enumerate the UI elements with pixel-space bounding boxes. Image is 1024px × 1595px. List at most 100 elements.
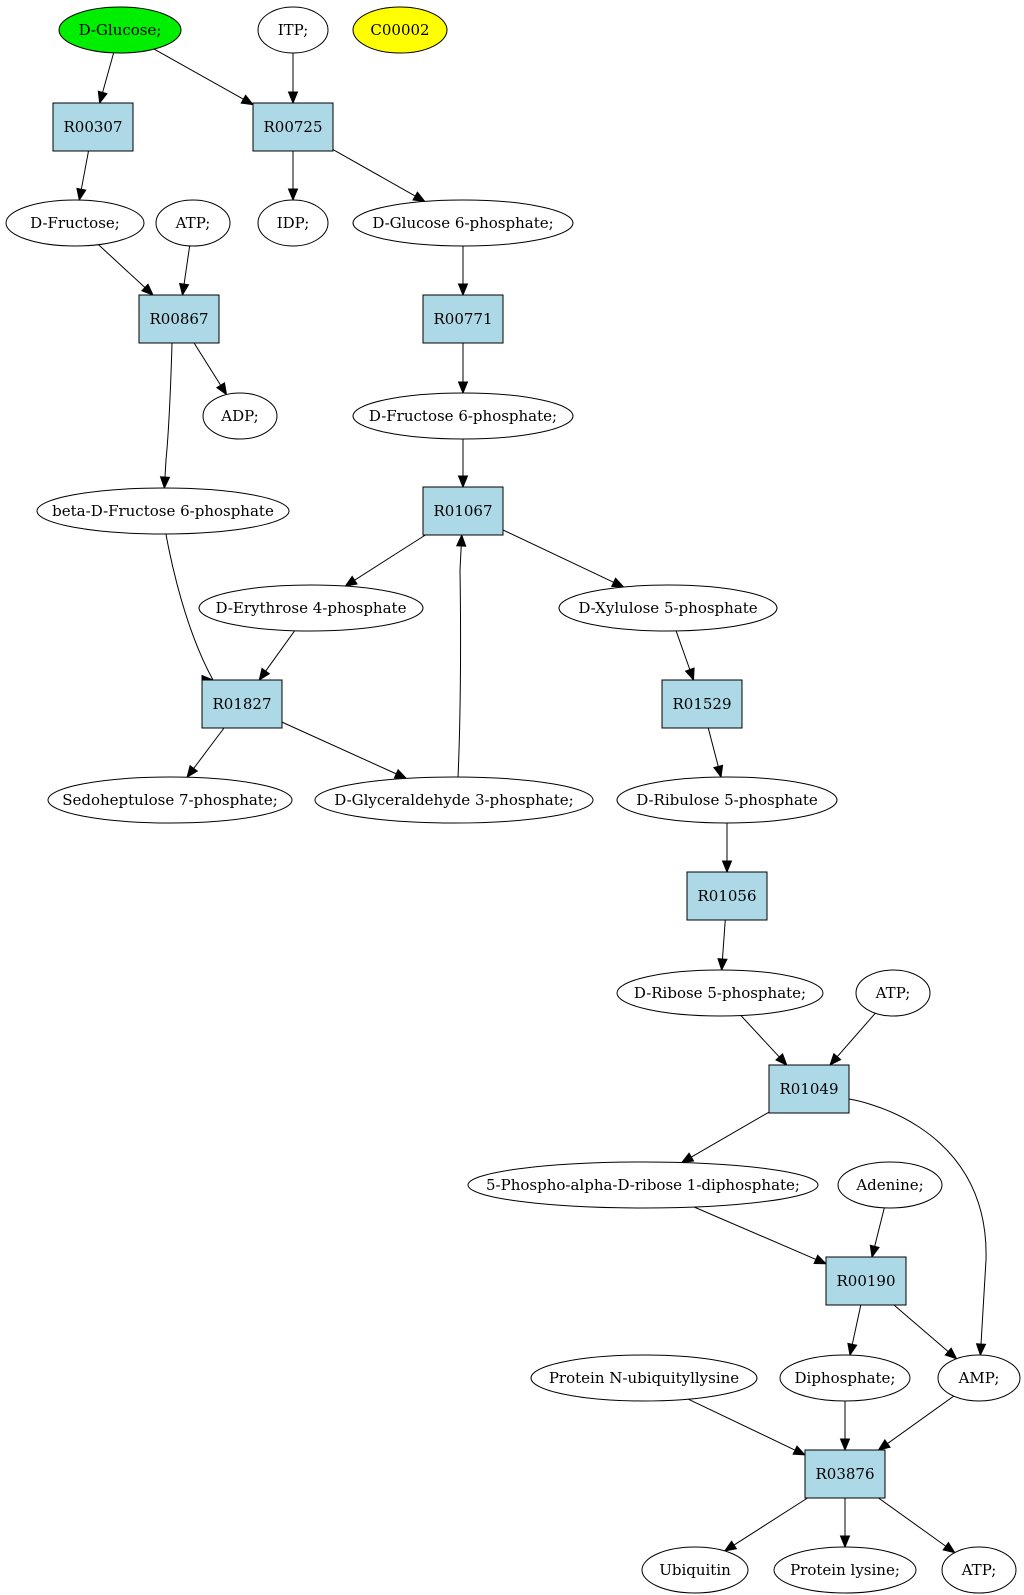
- compound-node-pnul[interactable]: Protein N-ubiquityllysine: [530, 1354, 758, 1402]
- compound-node-itp[interactable]: ITP;: [257, 6, 329, 54]
- node-label: beta-D-Fructose 6-phosphate: [52, 502, 274, 520]
- edge-line: [102, 52, 115, 93]
- compound-node-c00002[interactable]: C00002: [352, 6, 448, 54]
- node-label: D-Fructose 6-phosphate;: [369, 407, 557, 425]
- reaction-node-r00190[interactable]: R00190: [825, 1256, 907, 1306]
- compound-node-e4p[interactable]: D-Erythrose 4-phosphate: [198, 584, 424, 632]
- reaction-node-r00307[interactable]: R00307: [52, 102, 134, 152]
- edge-line: [848, 1098, 987, 1345]
- edge-line: [165, 533, 214, 681]
- edge-r01067-to-x5p: [502, 529, 625, 588]
- edge-x5p-to-r01529: [675, 630, 695, 682]
- reaction-box: [804, 1449, 886, 1499]
- reaction-node-r01827[interactable]: R01827: [201, 679, 283, 729]
- compound-ellipse: [202, 392, 278, 440]
- compound-node-s7p[interactable]: Sedoheptulose 7-phosphate;: [47, 776, 293, 824]
- edge-arrowhead: [457, 475, 469, 489]
- compound-node-bf6p[interactable]: beta-D-Fructose 6-phosphate: [36, 487, 290, 535]
- compound-node-plys[interactable]: Protein lysine;: [773, 1546, 917, 1594]
- compound-node-atp2[interactable]: ATP;: [855, 969, 931, 1017]
- compound-ellipse: [779, 1354, 911, 1402]
- edge-diphosphate-to-r03876: [839, 1401, 851, 1452]
- compound-node-atp3[interactable]: ATP;: [941, 1546, 1017, 1594]
- compound-node-f6p[interactable]: D-Fructose 6-phosphate;: [352, 392, 574, 440]
- compound-node-adp[interactable]: ADP;: [202, 392, 278, 440]
- reaction-node-r00867[interactable]: R00867: [138, 294, 220, 344]
- edge-r00867-to-adp: [193, 342, 228, 396]
- compound-ellipse: [530, 1354, 758, 1402]
- compound-node-atp1[interactable]: ATP;: [155, 199, 231, 247]
- reaction-node-r01529[interactable]: R01529: [661, 679, 743, 729]
- compound-ellipse: [5, 199, 145, 247]
- compound-node-prpp[interactable]: 5-Phospho-alpha-D-ribose 1-diphosphate;: [467, 1161, 819, 1209]
- edge-arrowhead: [287, 91, 299, 105]
- edge-arrowhead: [97, 90, 108, 105]
- edge-f6p-to-r01067: [457, 439, 469, 489]
- edge-arrowhead: [344, 575, 358, 587]
- compound-ellipse: [837, 1161, 943, 1209]
- edge-arrowhead: [723, 1540, 738, 1552]
- edge-atp2-to-r01049: [829, 1012, 876, 1066]
- compound-node-dglucose[interactable]: D-Glucose;: [58, 6, 182, 54]
- reaction-box: [52, 102, 134, 152]
- node-label: Adenine;: [855, 1176, 923, 1194]
- node-label: D-Glucose 6-phosphate;: [372, 214, 553, 232]
- reaction-box: [422, 486, 504, 536]
- reaction-node-r00771[interactable]: R00771: [422, 294, 504, 344]
- compound-node-idp[interactable]: IDP;: [257, 199, 329, 247]
- edge-line: [874, 1207, 885, 1247]
- compound-node-r5p[interactable]: D-Ribose 5-phosphate;: [616, 969, 824, 1017]
- node-label: R01529: [672, 695, 731, 713]
- compound-node-amp[interactable]: AMP;: [937, 1354, 1021, 1402]
- edge-r5p-to-r01049: [740, 1015, 788, 1066]
- edge-r03876-to-atp3: [878, 1497, 956, 1554]
- edge-arrowhead: [393, 768, 408, 779]
- edge-arrowhead: [775, 1053, 788, 1066]
- compound-node-diphosphate[interactable]: Diphosphate;: [779, 1354, 911, 1402]
- edge-r00867-to-bf6p: [159, 342, 173, 490]
- edge-line: [733, 1497, 808, 1546]
- edge-r01056-to-r5p: [717, 919, 728, 972]
- reaction-node-r03876[interactable]: R03876: [804, 1449, 886, 1499]
- compound-node-g3p[interactable]: D-Glyceraldehyde 3-phosphate;: [314, 776, 594, 824]
- compound-ellipse: [198, 584, 424, 632]
- compound-node-g6p[interactable]: D-Glucose 6-phosphate;: [352, 199, 574, 247]
- node-label: R00867: [149, 310, 208, 328]
- reaction-node-r00725[interactable]: R00725: [252, 102, 334, 152]
- edge-r03876-to-plys: [839, 1498, 851, 1549]
- edge-r00725-to-idp: [287, 151, 299, 202]
- edge-arrowhead: [457, 283, 469, 297]
- compound-node-x5p[interactable]: D-Xylulose 5-phosphate: [558, 584, 778, 632]
- compound-ellipse: [257, 199, 329, 247]
- reaction-node-r01056[interactable]: R01056: [686, 871, 768, 921]
- compound-node-dfructose[interactable]: D-Fructose;: [5, 199, 145, 247]
- reaction-node-r01067[interactable]: R01067: [422, 486, 504, 536]
- edge-line: [836, 1012, 876, 1058]
- node-label: 5-Phospho-alpha-D-ribose 1-diphosphate;: [486, 1176, 800, 1194]
- node-label: D-Xylulose 5-phosphate: [578, 599, 757, 617]
- node-label: R00771: [433, 310, 492, 328]
- edge-line: [691, 1111, 770, 1158]
- compound-node-adenine[interactable]: Adenine;: [837, 1161, 943, 1209]
- edge-r00190-to-diphosphate: [847, 1304, 862, 1357]
- edge-itp-to-r00725: [287, 53, 299, 105]
- edge-arrowhead: [717, 958, 728, 972]
- edge-line: [332, 149, 416, 197]
- node-label: D-Fructose;: [30, 214, 120, 232]
- reaction-box: [825, 1256, 907, 1306]
- node-label: R00190: [836, 1272, 895, 1290]
- edge-arrowhead: [944, 1347, 958, 1360]
- reaction-box: [661, 679, 743, 729]
- compound-node-ru5p[interactable]: D-Ribulose 5-phosphate: [616, 776, 838, 824]
- edge-ru5p-to-r01056: [721, 823, 733, 874]
- edge-arrowhead: [869, 1244, 880, 1259]
- compound-ellipse: [937, 1354, 1021, 1402]
- edge-atp1-to-r00867: [178, 245, 191, 297]
- compound-node-ubiquitin[interactable]: Ubiquitin: [641, 1546, 749, 1594]
- compound-ellipse: [352, 199, 574, 247]
- edge-line: [354, 534, 426, 581]
- reaction-box: [138, 294, 220, 344]
- edge-line: [457, 545, 462, 778]
- reaction-node-r01049[interactable]: R01049: [768, 1064, 850, 1114]
- edge-dglucose-to-r00725: [153, 48, 255, 106]
